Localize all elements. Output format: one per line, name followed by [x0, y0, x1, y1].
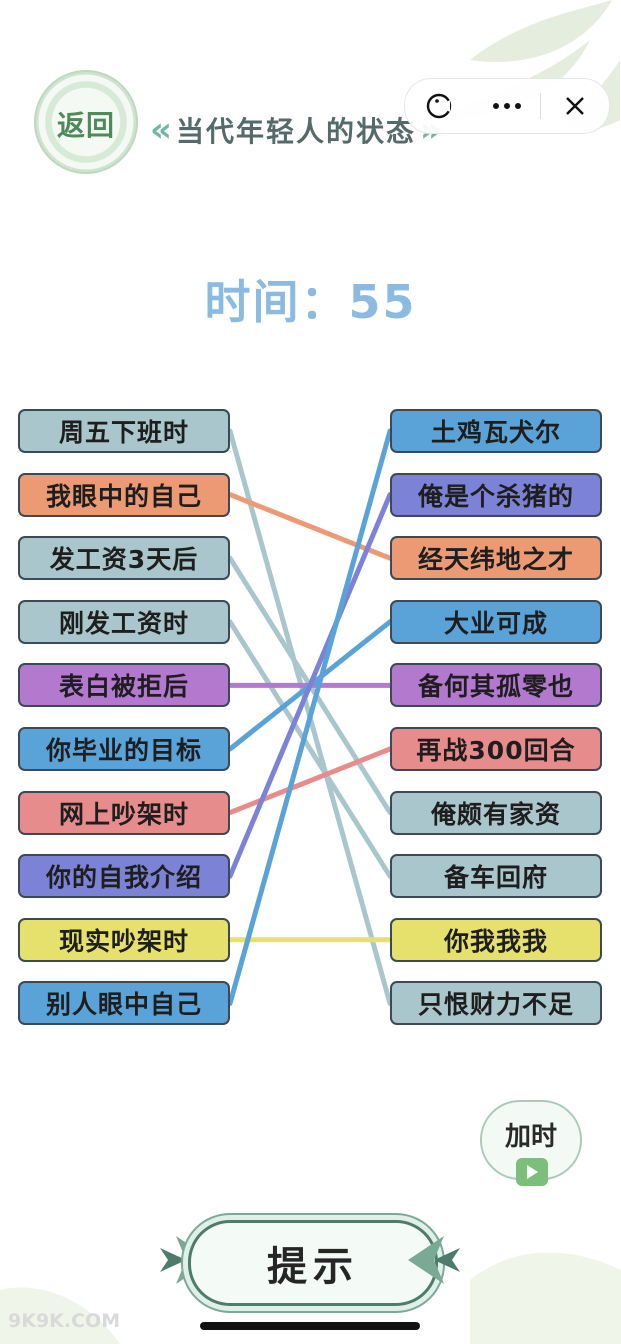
hint-button[interactable]: 提示 [188, 1220, 438, 1306]
right-card-9[interactable]: 只恨财力不足 [390, 981, 602, 1026]
left-card-2[interactable]: 发工资3天后 [18, 536, 230, 581]
timer-label: 时间： [204, 275, 349, 329]
connection-line-7 [227, 492, 393, 879]
video-icon [516, 1158, 548, 1186]
level-title: 当代年轻人的状态 [175, 115, 416, 148]
countdown-timer: 时间：55 [0, 266, 621, 332]
left-card-9[interactable]: 别人眼中自己 [18, 981, 230, 1026]
right-card-2[interactable]: 经天纬地之才 [390, 536, 602, 581]
right-card-1[interactable]: 俺是个杀猪的 [390, 472, 602, 517]
connection-line-1 [227, 492, 393, 561]
left-card-3[interactable]: 刚发工资时 [18, 599, 230, 644]
ellipsis-icon[interactable] [473, 79, 541, 133]
chevron-left-icon: « [150, 110, 172, 150]
right-card-3[interactable]: 大业可成 [390, 599, 602, 644]
right-card-7[interactable]: 备车回府 [390, 854, 602, 899]
close-icon[interactable] [541, 79, 609, 133]
connection-line-3 [227, 619, 393, 879]
timer-value: 55 [348, 275, 417, 329]
connection-line-6 [227, 746, 393, 816]
right-card-4[interactable]: 备何其孤零也 [390, 663, 602, 708]
left-card-7[interactable]: 你的自我介绍 [18, 854, 230, 899]
left-card-8[interactable]: 现实吵架时 [18, 917, 230, 962]
right-card-5[interactable]: 再战300回合 [390, 727, 602, 771]
back-label: 返回 [56, 109, 115, 142]
connection-line-9 [227, 428, 393, 1006]
add-time-label: 加时 [504, 1122, 557, 1152]
hint-label: 提示 [267, 1244, 359, 1290]
left-card-4[interactable]: 表白被拒后 [18, 663, 230, 708]
left-card-5[interactable]: 你毕业的目标 [18, 727, 230, 771]
left-card-0[interactable]: 周五下班时 [18, 409, 230, 453]
left-card-1[interactable]: 我眼中的自己 [18, 472, 230, 517]
watermark: 9K9K.COM [8, 1310, 121, 1332]
back-button[interactable]: 返回 [34, 70, 138, 174]
hint-right-ornament-icon [408, 1236, 460, 1284]
mini-program-capsule [404, 78, 610, 134]
home-indicator [200, 1322, 420, 1330]
pacman-icon[interactable] [405, 79, 473, 133]
right-card-0[interactable]: 土鸡瓦犬尔 [390, 409, 602, 453]
right-card-8[interactable]: 你我我我 [390, 917, 602, 962]
left-card-6[interactable]: 网上吵架时 [18, 790, 230, 835]
right-card-6[interactable]: 俺颇有家资 [390, 790, 602, 835]
add-time-button[interactable]: 加时 [480, 1100, 582, 1186]
